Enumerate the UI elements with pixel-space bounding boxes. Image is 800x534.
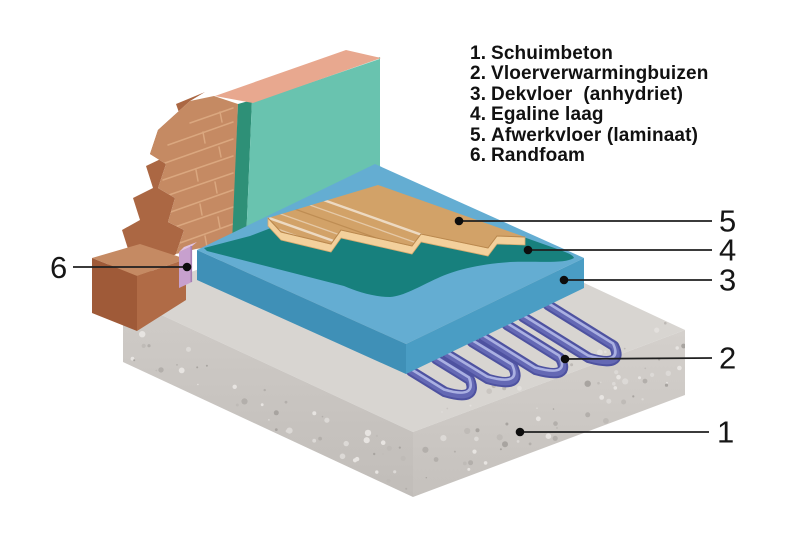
randfoam-top: [179, 242, 197, 252]
legend-item-number: 4.: [470, 104, 487, 126]
legend-item-label: Schuimbeton: [491, 43, 613, 64]
brick-block: [92, 244, 186, 331]
callout-5-label: 5: [719, 204, 736, 239]
laminate-top-face: [268, 185, 525, 248]
callouts: 5 4 3 2 1 6: [50, 204, 736, 450]
pipe-loop-2: [441, 336, 521, 388]
legend-item-vloerverwarmingbuizen: 2. Vloerverwarmingbuizen: [470, 63, 709, 85]
wall: [92, 50, 381, 331]
legend-item-label: Afwerkvloer (laminaat): [491, 124, 699, 146]
pipe-loop-1: [405, 353, 477, 401]
brick-block-right-face: [137, 259, 186, 331]
plaster-edge-strip: [232, 100, 252, 243]
callout-1-label: 1: [717, 415, 734, 450]
callout-4-label: 4: [719, 233, 736, 268]
screed-left-face: [197, 250, 406, 374]
callout-6: 6: [50, 250, 192, 285]
laminate-floor: [267, 185, 526, 257]
callout-1: 1: [515, 415, 734, 450]
legend-item-number: 3.: [470, 83, 487, 105]
laminate-top-outline: [267, 217, 526, 249]
legend-item-number: 6.: [470, 145, 487, 167]
callout-2-label: 2: [719, 341, 736, 376]
concrete-slab-left-face: [123, 297, 413, 497]
concrete-speckles: [422, 343, 685, 479]
legend-item-label: Vloerverwarmingbuizen: [491, 63, 709, 85]
legend: 1. Schuimbeton 2. Vloerverwarmingbuizen …: [470, 43, 709, 167]
brick-broken-edge: [108, 92, 205, 285]
brick-mortar-lines: [162, 107, 234, 248]
legend-item-schuimbeton: 1. Schuimbeton: [470, 43, 708, 64]
callout-3: 3: [559, 263, 736, 298]
brick-wall-face: [150, 96, 238, 254]
legend-item-randfoam: 6. Randfoam: [470, 145, 708, 167]
callout-5: 5: [454, 204, 736, 239]
callout-3-label: 3: [719, 263, 736, 298]
legend-item-label: Randfoam: [491, 145, 586, 167]
callout-4: 4: [523, 233, 736, 268]
legend-item-number: 1.: [470, 43, 487, 64]
wall-top-face: [215, 50, 381, 103]
legend-item-number: 2.: [470, 63, 487, 85]
legend-item-afwerkvloer: 5. Afwerkvloer (laminaat): [470, 124, 708, 146]
legend-item-egaline-laag: 4. Egaline laag: [470, 104, 708, 126]
brick-block-left-face: [92, 258, 137, 331]
legend-item-number: 5.: [470, 124, 487, 146]
callout-6-label: 6: [50, 250, 67, 285]
legend-item-dekvloer: 3. Dekvloer (anhydriet): [470, 83, 708, 105]
screed-right-face: [406, 258, 584, 374]
pipe-loop-3: [477, 319, 569, 379]
concrete-speckles: [130, 331, 408, 490]
brick-block-top: [92, 244, 186, 276]
legend-item-label: Dekvloer (anhydriet): [491, 83, 684, 105]
callout-2: 2: [560, 341, 736, 376]
legend-item-label: Egaline laag: [491, 104, 604, 126]
